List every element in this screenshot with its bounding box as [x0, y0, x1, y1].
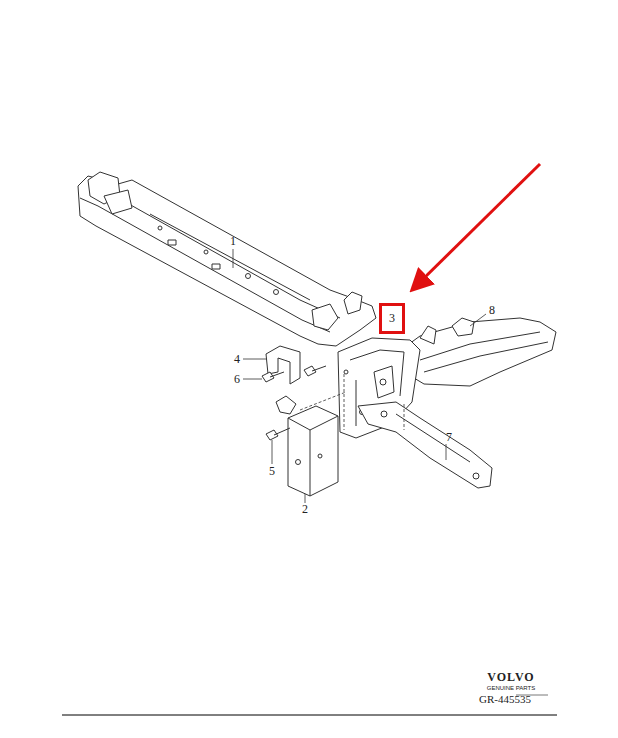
support-strap — [473, 473, 479, 479]
side-bracket — [420, 326, 436, 344]
screw — [270, 372, 284, 377]
side-bracket — [452, 318, 474, 336]
leader-line — [243, 359, 266, 360]
bracket-block — [318, 454, 322, 458]
assembly-line — [404, 404, 405, 430]
screw — [266, 430, 278, 440]
footer-rule — [62, 715, 557, 716]
leader-line — [272, 440, 273, 464]
bracket-block — [288, 416, 338, 430]
bracket-block — [296, 460, 301, 465]
callout-number: 8 — [489, 304, 495, 316]
assembly-line — [300, 374, 404, 430]
side-bracket — [424, 342, 548, 372]
brand-tagline: GENUINE PARTS — [487, 685, 535, 691]
assembly-line — [300, 392, 346, 410]
bracket-block — [276, 396, 296, 414]
bracket-block — [310, 430, 311, 496]
cross-member — [312, 304, 338, 330]
cross-member — [78, 176, 376, 346]
cross-member — [78, 172, 376, 346]
mounting-bracket — [374, 366, 394, 398]
callout-number: 7 — [446, 431, 452, 443]
cross-member — [274, 290, 279, 295]
callout-number: 1 — [230, 235, 236, 247]
assembly-line — [344, 374, 345, 430]
leader-line — [233, 249, 234, 268]
cross-member — [104, 190, 132, 214]
cross-member — [104, 190, 340, 318]
support-strap — [358, 402, 492, 488]
mounting-bracket — [356, 380, 357, 426]
brand-logo: VOLVO — [487, 671, 534, 683]
cross-member — [212, 264, 220, 269]
cross-member — [150, 214, 310, 300]
pointer-arrow — [418, 164, 540, 284]
callout-number: 4 — [234, 353, 240, 365]
cross-member — [344, 292, 362, 314]
screw — [262, 372, 274, 382]
leader-line — [470, 314, 486, 326]
leader-line — [243, 379, 262, 380]
mounting-bracket — [344, 370, 348, 374]
screw — [312, 366, 326, 371]
leader-line — [446, 444, 447, 460]
cross-member — [80, 198, 330, 332]
mounting-bracket — [380, 379, 386, 385]
screw — [274, 428, 290, 435]
callout-number: 5 — [269, 465, 275, 477]
cross-member — [168, 240, 176, 245]
callout-number: 6 — [234, 373, 240, 385]
support-strap — [358, 402, 492, 488]
support-strap — [396, 414, 470, 462]
highlight-box: 3 — [379, 303, 405, 334]
side-bracket — [398, 318, 556, 386]
screw — [262, 366, 326, 440]
screw — [304, 366, 316, 376]
leader-line — [233, 249, 486, 503]
side-bracket — [398, 318, 556, 386]
cross-member — [158, 226, 162, 230]
callout-number: 2 — [302, 503, 308, 515]
cross-member — [246, 274, 251, 279]
support-strap — [381, 411, 387, 417]
bracket-block — [288, 406, 338, 496]
cross-member — [204, 250, 208, 254]
callout-number: 3 — [389, 312, 395, 324]
bracket-block — [276, 396, 338, 496]
leader-line — [305, 494, 306, 503]
drawing-number: GR-445535 — [479, 694, 531, 705]
